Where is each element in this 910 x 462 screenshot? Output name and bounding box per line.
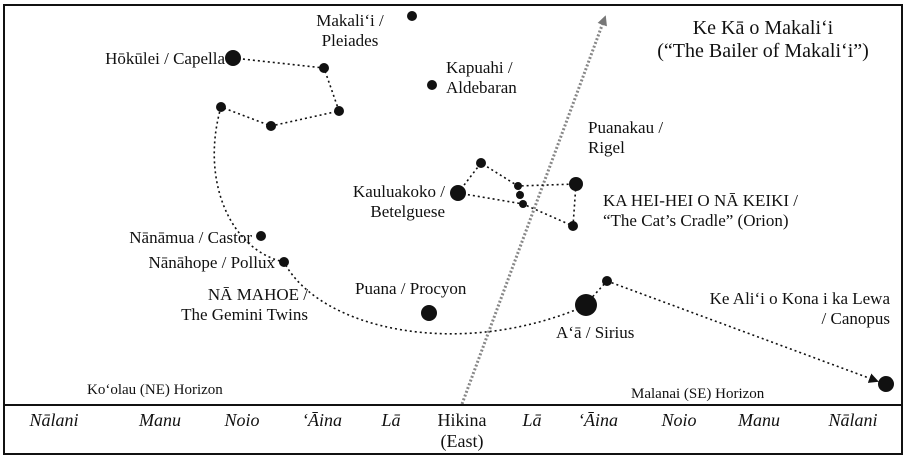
- dir-noio-left: Noio: [224, 410, 260, 430]
- label-canopus: Ke Aliʻi o Kona i ka Lewa / Canopus: [709, 289, 890, 328]
- dir-aina-right: ʻĀina: [578, 410, 618, 430]
- star-makalii: [407, 11, 417, 21]
- dir-noio-right: Noio: [661, 410, 697, 430]
- diagram-title: Ke Kā o Makaliʻi (“The Bailer of Makaliʻ…: [628, 17, 898, 63]
- label-kauluakoko: Kauluakoko / Betelguese: [352, 182, 445, 221]
- star-capella-3: [334, 106, 344, 116]
- star-capella-5: [216, 102, 226, 112]
- label-gemini: NĀ MAHOE / The Gemini Twins: [181, 285, 308, 324]
- star-castor: [256, 231, 266, 241]
- east-direction-arrow: [460, 15, 607, 405]
- title-line-2: (“The Bailer of Makaliʻi”): [657, 40, 869, 62]
- dir-la-left: Lā: [381, 410, 401, 430]
- star-betelgeuse: [450, 185, 466, 201]
- star-capella-2: [319, 63, 329, 73]
- capella-polygon: [220, 57, 341, 127]
- dir-nalani-right: Nālani: [828, 410, 878, 430]
- dir-hikina: Hikina (East): [437, 410, 487, 451]
- label-hokulei: Hōkūlei / Capella: [105, 49, 225, 68]
- star-pollux: [279, 257, 289, 267]
- dir-nalani-left: Nālani: [29, 410, 79, 430]
- star-kapuahi: [427, 80, 437, 90]
- star-orion-foot: [568, 221, 578, 231]
- horizon-line: [3, 404, 903, 406]
- dir-manu-left: Manu: [139, 410, 181, 430]
- dir-manu-right: Manu: [738, 410, 780, 430]
- title-line-1: Ke Kā o Makaliʻi: [692, 17, 834, 39]
- star-capella: [225, 50, 241, 66]
- star-procyon: [421, 305, 437, 321]
- star-orion-head: [476, 158, 486, 168]
- dir-aina-left: ʻĀina: [302, 410, 342, 430]
- star-rigel-upper: [569, 177, 583, 191]
- label-makalii: Makaliʻi / Pleiades: [316, 11, 384, 50]
- label-ne-horizon: Koʻolau (NE) Horizon: [87, 382, 223, 398]
- dir-la-right: Lā: [522, 410, 542, 430]
- label-sirius: Aʻā / Sirius: [556, 323, 635, 342]
- star-orion-belt-1: [514, 182, 522, 190]
- label-pollux: Nānāhope / Pollux: [148, 253, 275, 272]
- star-sirius: [575, 294, 597, 316]
- chart-border: [3, 4, 903, 455]
- label-kapuahi: Kapuahi / Aldebaran: [446, 58, 517, 97]
- star-capella-4: [266, 121, 276, 131]
- label-procyon: Puana / Procyon: [355, 279, 467, 298]
- label-se-horizon: Malanai (SE) Horizon: [631, 386, 765, 402]
- label-puanakau: Puanakau / Rigel: [588, 118, 664, 157]
- star-orion-belt-2: [516, 191, 524, 199]
- label-orion: KA HEI-HEI O NĀ KEIKI / “The Cat’s Cradl…: [603, 191, 798, 230]
- star-orion-belt-3: [519, 200, 527, 208]
- label-castor: Nānāmua / Castor: [129, 228, 252, 247]
- star-canopus-link: [602, 276, 612, 286]
- star-canopus: [878, 376, 894, 392]
